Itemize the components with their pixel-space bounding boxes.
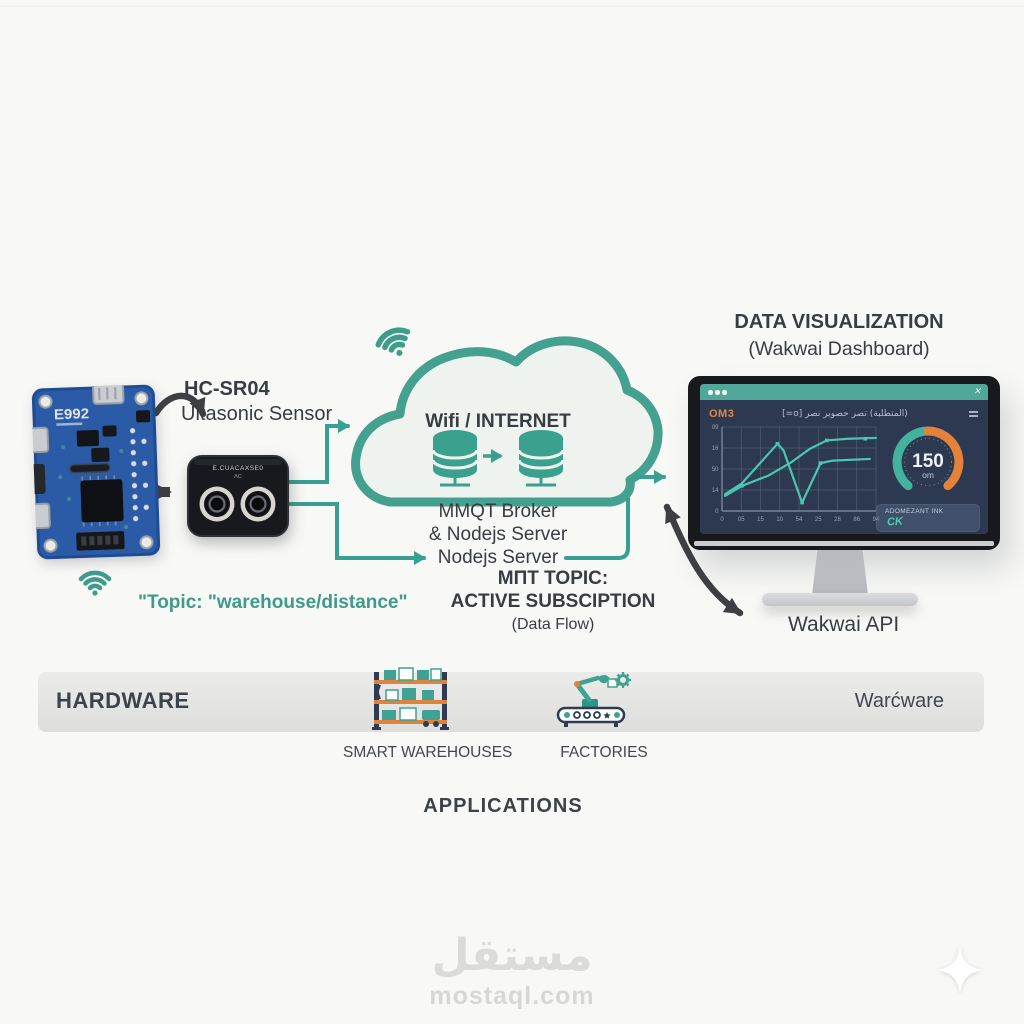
broker-label-block: MMQT Broker & Nodejs Server Nodejs Serve… [397,500,599,569]
svg-text:15: 15 [757,517,764,523]
svg-text:94: 94 [873,517,880,523]
svg-text:86: 86 [853,517,860,523]
sensor-to-broker-line [288,502,426,565]
power-switch [31,463,46,495]
mqtt-topic-line3: (Data Flow) [511,616,595,633]
svg-text:25: 25 [815,517,822,523]
dashboard-monitor: ✕ OM3 (المتطلبة) تصر حصوير نصر [o=] 0 05 1… [688,376,1000,550]
warehouses-label: SMART WAREHOUSES [343,744,513,761]
svg-text:54: 54 [796,517,803,523]
dashboard-logo: OM3 [709,408,735,420]
svg-text:14: 14 [712,488,719,494]
node-server-icon [517,430,565,487]
api-label: Wakwai API [788,613,900,636]
applications-label: APPLICATIONS [423,795,583,817]
warehouse-boxes [382,667,442,721]
window-titlebar: ✕ [700,384,988,400]
monitor-stand-base [762,593,918,606]
esp32-wifi-icon [78,570,112,596]
mqtt-topic-line2: ACTIVE SUBSCIPTION [450,591,656,612]
sensor-sub-label: ΛC [234,474,242,480]
bar-warcware-label: Warćware [854,690,944,712]
ultrasonic-eye-left [199,486,235,522]
mqtt-topic-line1: MПT TOPIC: [497,568,609,589]
sensor-title-line2: Ultasonic Sensor [181,403,333,425]
sensor-to-cloud-line [288,419,350,484]
viz-title-block: DATA VISUALIZATION (Wakwai Dashboard) [688,309,990,363]
factories-label: FACTORIES [560,744,648,761]
broker-server-icon [431,430,479,487]
status-value: CK [886,515,904,529]
sensor-title-line1: HC-SR04 [184,378,270,400]
board-label: E992 [54,405,90,423]
broker-line2: & Nodejs Server [428,524,568,545]
viz-title-line2: (Wakwai Dashboard) [748,338,930,360]
gauge-value: 150 [912,451,944,472]
svg-text:0: 0 [715,509,719,515]
factory-icon [556,672,631,727]
label-to-sensor-arrow [152,392,207,418]
status-card: ADOMEZANT INK CK [876,504,980,532]
svg-text:0: 0 [720,517,724,523]
mqtt-topic-block: MПT TOPIC: ACTIVE SUBSCIPTION (Data Flow… [432,567,674,636]
cloud-title: Wifi / INTERNET [425,411,571,432]
menu-icon[interactable] [969,411,978,419]
window-control-dot[interactable] [722,390,727,395]
hcsr04-sensor: E.CUACAXSE0 ΛC [187,455,289,537]
window-control-dot[interactable] [715,390,720,395]
internet-cloud [351,336,663,507]
dashboard-line-chart: 0 05 15 10 54 25 28 86 94 09 16 50 14 0 [712,425,880,523]
broker-line3: Nodejs Server [437,547,559,568]
robot-arm [574,675,618,708]
distance-series-a [723,442,871,504]
svg-text:10: 10 [776,517,783,523]
esp32-board: E992 [31,383,161,560]
dashboard-api-arrow [663,503,744,617]
bar-hardware-label: HARDWARE [56,688,190,713]
broker-line1: MMQT Broker [438,501,558,522]
gauge-arc-teal [892,426,933,491]
svg-text:50: 50 [712,467,719,473]
watermark-arabic: مستقل [431,930,593,981]
cloud-to-broker-line [564,497,630,560]
monitor-stand-neck [812,549,868,595]
gauge-ticks [903,437,953,487]
dashboard-header: OM3 (المتطلبة) تصر حصوير نصر [o=] [700,400,988,426]
viz-title-line1: DATA VISUALIZATION [734,311,944,333]
micro-usb-port [31,426,50,454]
dashboard-title: (المتطلبة) تصر حصوير نصر [o=] [782,409,908,419]
esp32-chip [80,479,124,523]
status-label: ADOMEZANT INK [885,508,944,515]
topic-quote: "Topic: "warehouse/distance" [138,592,408,613]
sparkle-star-icon [937,947,983,993]
ultrasonic-eye-right [240,486,276,522]
gauge-arc-orange [923,426,964,491]
monitor-chin [694,541,994,546]
svg-text:28: 28 [834,517,841,523]
svg-text:09: 09 [712,425,719,431]
gear-icon [615,672,631,688]
wifi-icon [375,327,411,356]
window-control-dot[interactable] [708,390,713,395]
top-border-line [0,5,1024,7]
window-close-icon[interactable]: ✕ [973,386,981,396]
svg-text:16: 16 [712,446,719,452]
gauge-unit: om [922,470,934,480]
svg-text:05: 05 [738,517,745,523]
watermark-domain: mostaql.com [429,982,595,1010]
warehouse-icon [372,667,449,730]
dashboard-gauge: 150 om [892,426,964,491]
distance-series-b [723,436,878,497]
pallet-truck [422,710,440,727]
applications-bar: HARDWARE Warćware [38,672,984,732]
conveyor-belt [556,706,626,727]
dashboard-screen: ✕ OM3 (المتطلبة) تصر حصوير نصر [o=] 0 05 1… [700,384,988,534]
sensor-top-label: E.CUACAXSE0 [212,465,263,472]
